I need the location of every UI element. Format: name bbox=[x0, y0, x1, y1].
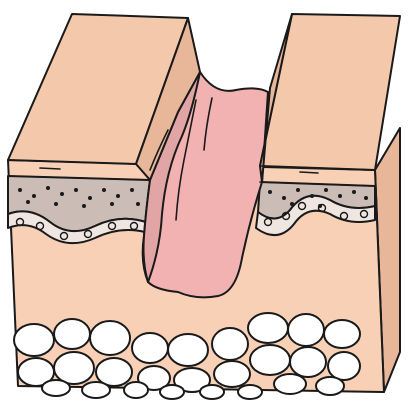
basal-cell bbox=[107, 221, 117, 231]
basal-cell bbox=[35, 221, 45, 231]
fat-cell bbox=[211, 327, 249, 361]
basal-cell bbox=[281, 211, 291, 221]
skin-wall-right bbox=[259, 13, 293, 183]
basal-cell bbox=[297, 201, 307, 211]
granule-dot bbox=[290, 202, 294, 206]
fat-cell bbox=[167, 333, 209, 367]
detail-line bbox=[259, 165, 376, 171]
detail-line bbox=[259, 181, 376, 187]
subcutaneous-fat-layer bbox=[13, 312, 361, 400]
fat-cell bbox=[247, 312, 289, 344]
basal-cell bbox=[317, 203, 327, 213]
fat-cell bbox=[315, 376, 345, 396]
basal-cell bbox=[263, 217, 273, 227]
fat-cell bbox=[89, 320, 131, 356]
granule-dot bbox=[74, 188, 78, 192]
basal-cell-layer-right bbox=[255, 194, 376, 236]
fat-cell bbox=[53, 351, 95, 385]
granule-dot bbox=[110, 202, 114, 206]
granule-dot bbox=[102, 188, 106, 192]
fat-cell bbox=[131, 332, 169, 364]
fat-cell bbox=[287, 313, 325, 347]
outline-details bbox=[7, 97, 401, 393]
ulcer-wall-shading bbox=[142, 71, 201, 283]
basal-cell bbox=[129, 221, 139, 231]
granule-dot bbox=[296, 188, 300, 192]
fat-cell bbox=[13, 323, 55, 357]
fat-cell bbox=[323, 319, 361, 349]
fat-cell bbox=[41, 379, 71, 397]
fat-cell bbox=[81, 381, 111, 399]
granule-dot bbox=[282, 196, 286, 200]
granule-dot bbox=[54, 202, 58, 206]
detail-line bbox=[7, 159, 137, 165]
granule-dot bbox=[18, 188, 22, 192]
detail-line bbox=[175, 99, 197, 221]
granule-dot bbox=[268, 190, 272, 194]
granule-dot bbox=[324, 188, 328, 192]
fat-cell bbox=[289, 346, 327, 378]
detail-line bbox=[135, 163, 151, 181]
detail-line bbox=[149, 129, 169, 171]
granule-dot bbox=[130, 188, 134, 192]
skin-surface-right bbox=[259, 13, 401, 171]
fat-cell bbox=[327, 351, 361, 381]
basal-cell bbox=[339, 211, 349, 221]
granule-dot bbox=[26, 200, 30, 204]
detail-line bbox=[299, 171, 319, 174]
basal-cell bbox=[359, 209, 369, 219]
granule-dot bbox=[136, 202, 140, 206]
detail-line bbox=[39, 167, 61, 170]
fat-cell bbox=[273, 373, 307, 395]
detail-line bbox=[374, 127, 401, 171]
detail-line bbox=[203, 97, 213, 151]
basal-cell bbox=[15, 217, 25, 227]
fat-cell bbox=[249, 344, 291, 376]
granule-dot bbox=[32, 194, 36, 198]
granule-dot bbox=[88, 196, 92, 200]
fat-cell bbox=[199, 384, 225, 400]
basal-cell bbox=[83, 229, 93, 239]
granule-dot bbox=[60, 192, 64, 196]
granule-dot bbox=[310, 194, 314, 198]
basal-cell bbox=[59, 231, 69, 241]
granule-dot bbox=[46, 186, 50, 190]
fat-cell bbox=[137, 365, 171, 391]
granule-dot bbox=[364, 196, 368, 200]
fat-cell bbox=[237, 384, 263, 400]
granule-dot bbox=[338, 194, 342, 198]
detail-line bbox=[374, 169, 385, 393]
granule-dot bbox=[116, 194, 120, 198]
granule-dot bbox=[352, 190, 356, 194]
fat-cell bbox=[213, 360, 251, 388]
detail-line bbox=[7, 175, 151, 181]
granule-dot bbox=[82, 204, 86, 208]
fat-cell bbox=[173, 367, 211, 393]
fat-cell bbox=[123, 381, 149, 399]
fat-cell bbox=[159, 384, 185, 400]
fat-cell bbox=[53, 318, 91, 350]
fat-cell bbox=[95, 357, 133, 387]
